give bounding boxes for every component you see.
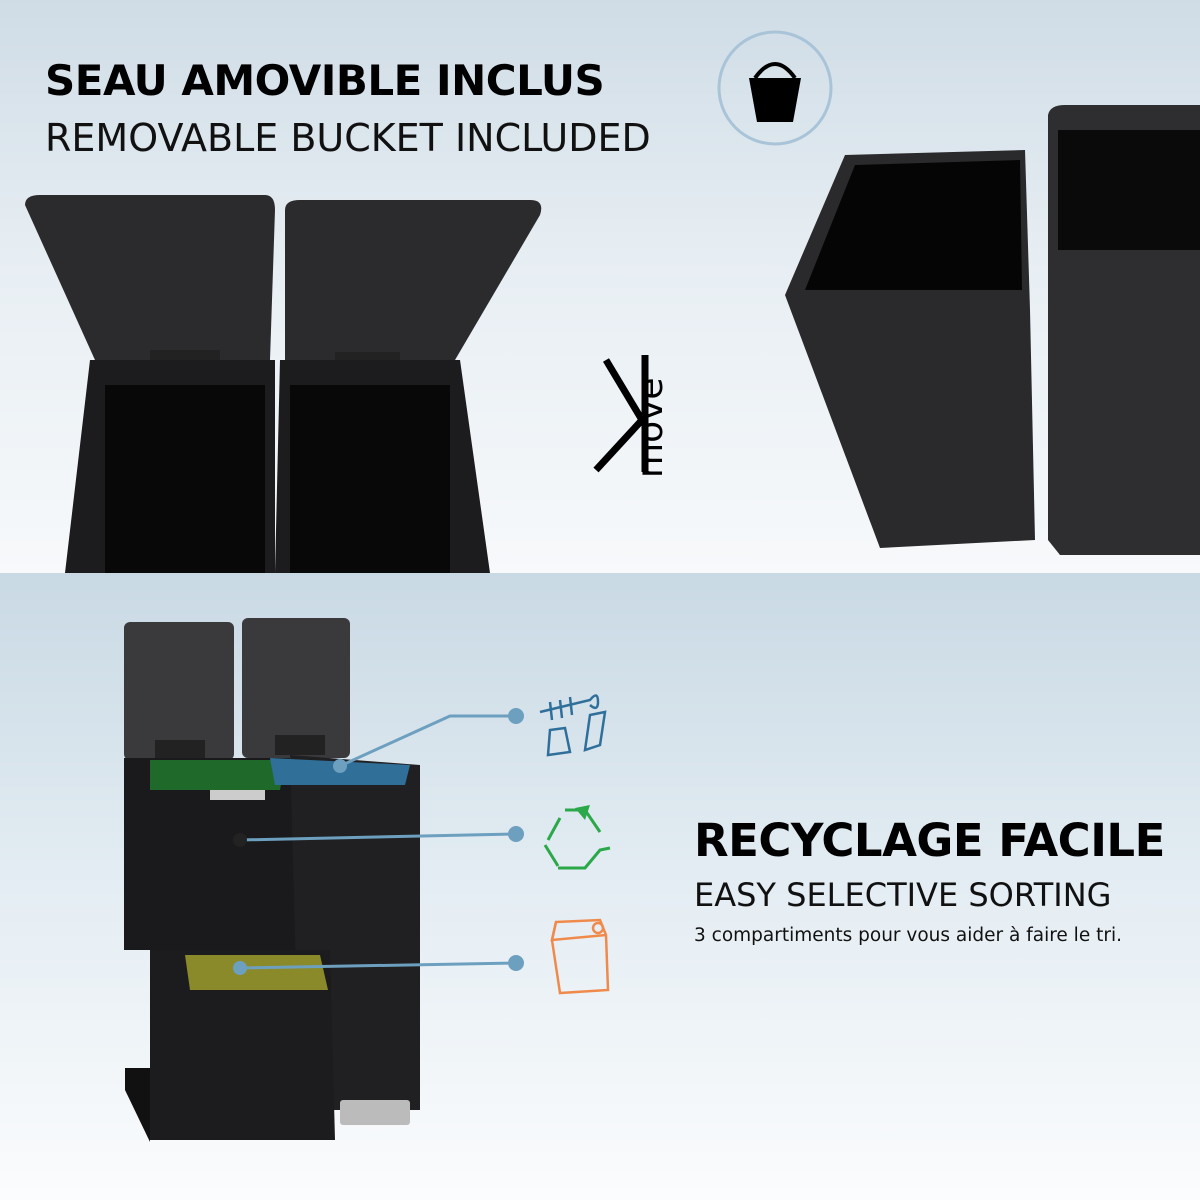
callout-lines (239, 714, 517, 970)
recycling-title-en: EASY SELECTIVE SORTING (694, 876, 1112, 914)
recycle-icon (543, 805, 611, 870)
recycling-description: 3 compartiments pour vous aider à faire … (694, 925, 1122, 946)
recycling-bin-photo (124, 618, 420, 1142)
callout-dot (508, 955, 524, 971)
paper-bag-icon (550, 918, 610, 995)
headline-en: REMOVABLE BUCKET INCLUDED (45, 116, 651, 160)
recycling-title-fr: RECYCLAGE FACILE (694, 814, 1165, 867)
bucket-badge (717, 30, 833, 146)
callout-dot (508, 708, 524, 724)
organic-waste-icon (539, 694, 607, 757)
callout-dot (233, 833, 247, 847)
svg-text:move: move (630, 377, 671, 478)
kmove-logo: move (593, 355, 671, 478)
callout-dot (333, 759, 347, 773)
bucket-icon (749, 62, 801, 122)
bucket-photo (785, 105, 1200, 555)
callout-dot (508, 826, 524, 842)
callout-dot (233, 961, 247, 975)
headline-fr: SEAU AMOVIBLE INCLUS (45, 56, 605, 105)
open-bins-photo (25, 195, 542, 573)
